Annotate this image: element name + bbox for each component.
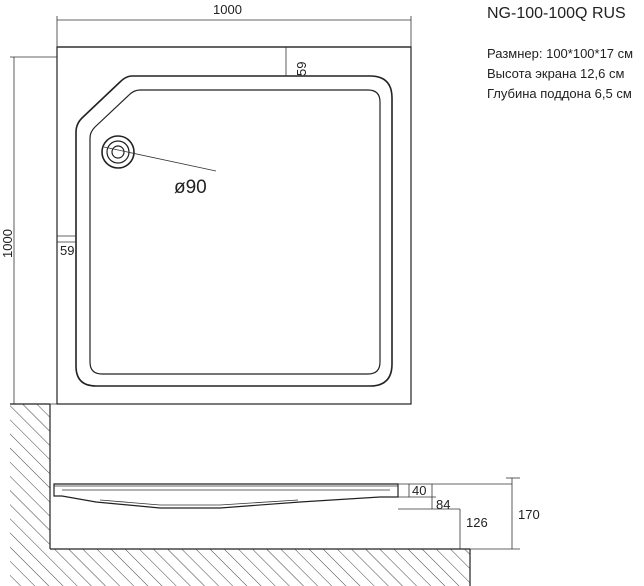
drain-diameter-label: ø90: [174, 177, 207, 198]
product-info: NG-100-100Q RUS Размнер: 100*100*17 см В…: [487, 5, 633, 101]
top-offset-label: 59: [294, 62, 309, 76]
tray-profile: [53, 483, 399, 509]
width-dimension: 1000: [56, 2, 412, 47]
spec-line-2: Высота экрана 12,6 см: [487, 66, 624, 81]
basin-outer: [75, 75, 393, 387]
total-height-label: 170: [518, 507, 540, 522]
tray-outline: [56, 46, 412, 405]
left-offset-label: 59: [60, 243, 74, 258]
drain-inner-ring: [111, 145, 125, 159]
top-offset-dimension: 59: [285, 47, 309, 76]
top-view: ø90: [56, 46, 412, 405]
length-label: 1000: [0, 229, 15, 258]
screen-height-label: 126: [466, 515, 488, 530]
length-dimension: 1000: [0, 56, 57, 405]
spec-line-1: Размнер: 100*100*17 см: [487, 46, 633, 61]
side-view: 40 84 126 170: [10, 403, 540, 586]
rim-height-label: 40: [412, 483, 426, 498]
floor-hatch: [50, 549, 470, 586]
width-label: 1000: [213, 2, 242, 17]
left-offset-dimension: 59: [57, 235, 76, 258]
spec-line-3: Глубина поддона 6,5 см: [487, 86, 632, 101]
product-title: NG-100-100Q RUS: [487, 5, 626, 22]
drain-diameter-leader: [103, 146, 217, 172]
drain-outer-ring: [101, 135, 135, 169]
screen-depth-label: 84: [436, 497, 450, 512]
basin-inner: [89, 89, 381, 375]
wall-hatch: [10, 404, 50, 586]
